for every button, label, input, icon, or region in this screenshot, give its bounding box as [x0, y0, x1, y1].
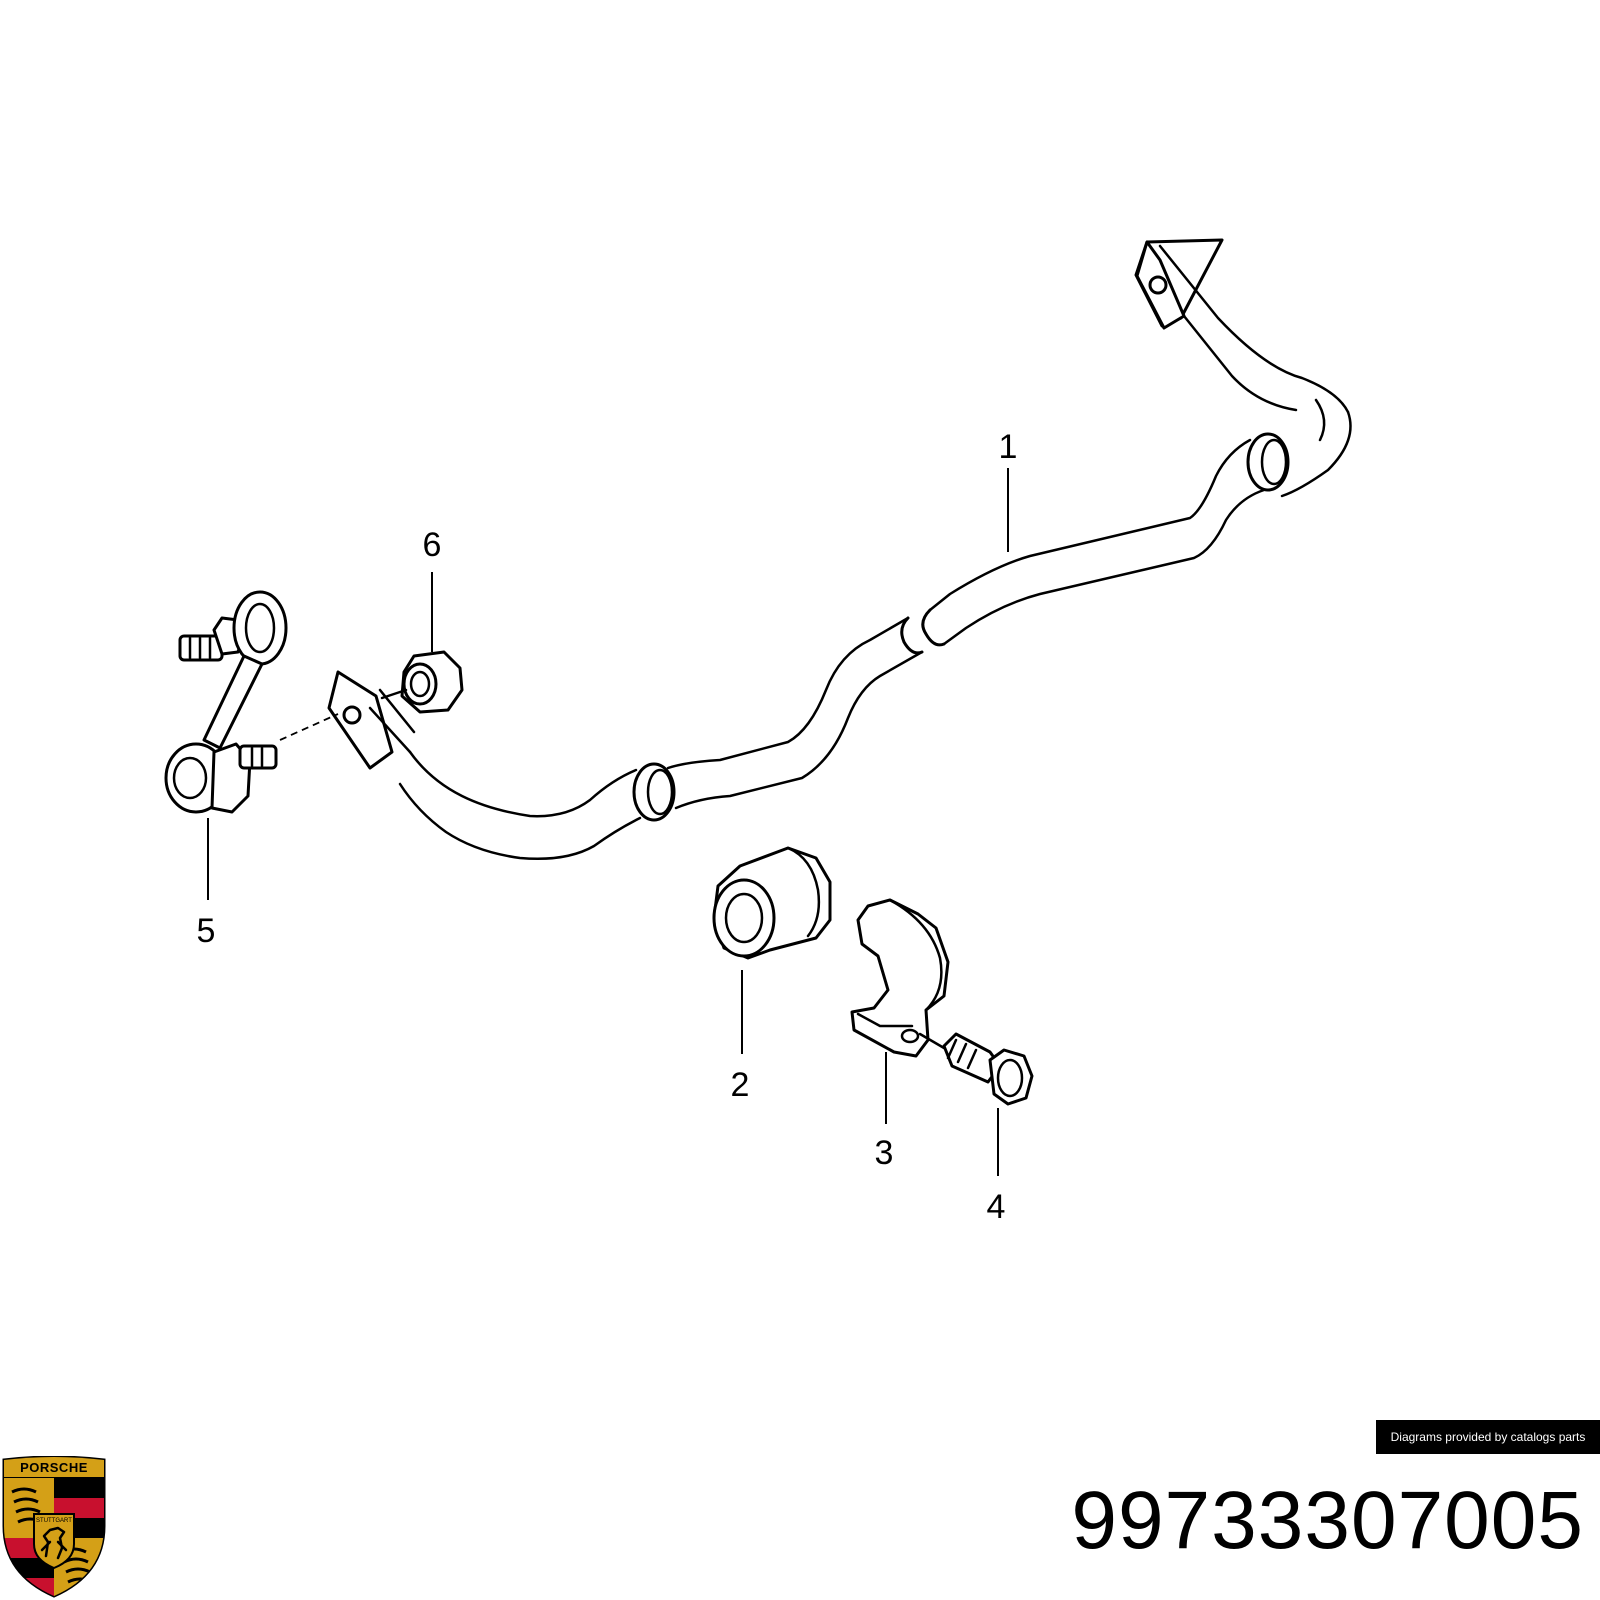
bracket — [850, 898, 950, 1058]
logo-city: STUTTGART — [36, 1518, 72, 1524]
callout-3: 3 — [875, 1134, 894, 1172]
part-number: 99733307005 — [1071, 1475, 1584, 1566]
coupling-rod — [164, 590, 339, 814]
callout-1: 1 — [999, 428, 1018, 466]
stabilizer-bar — [327, 238, 1352, 861]
callout-5: 5 — [197, 912, 216, 950]
callout-2: 2 — [731, 1066, 750, 1104]
bushing — [712, 846, 832, 960]
nut — [380, 650, 464, 714]
porsche-crest-logo: PORSCHE STUTTGART — [2, 1456, 106, 1598]
logo-wordmark: PORSCHE — [20, 1460, 88, 1475]
bolt — [918, 1032, 1034, 1106]
diagram-credit: Diagrams provided by catalogs parts — [1376, 1420, 1600, 1454]
callout-4: 4 — [987, 1188, 1006, 1226]
callout-6: 6 — [423, 526, 442, 564]
